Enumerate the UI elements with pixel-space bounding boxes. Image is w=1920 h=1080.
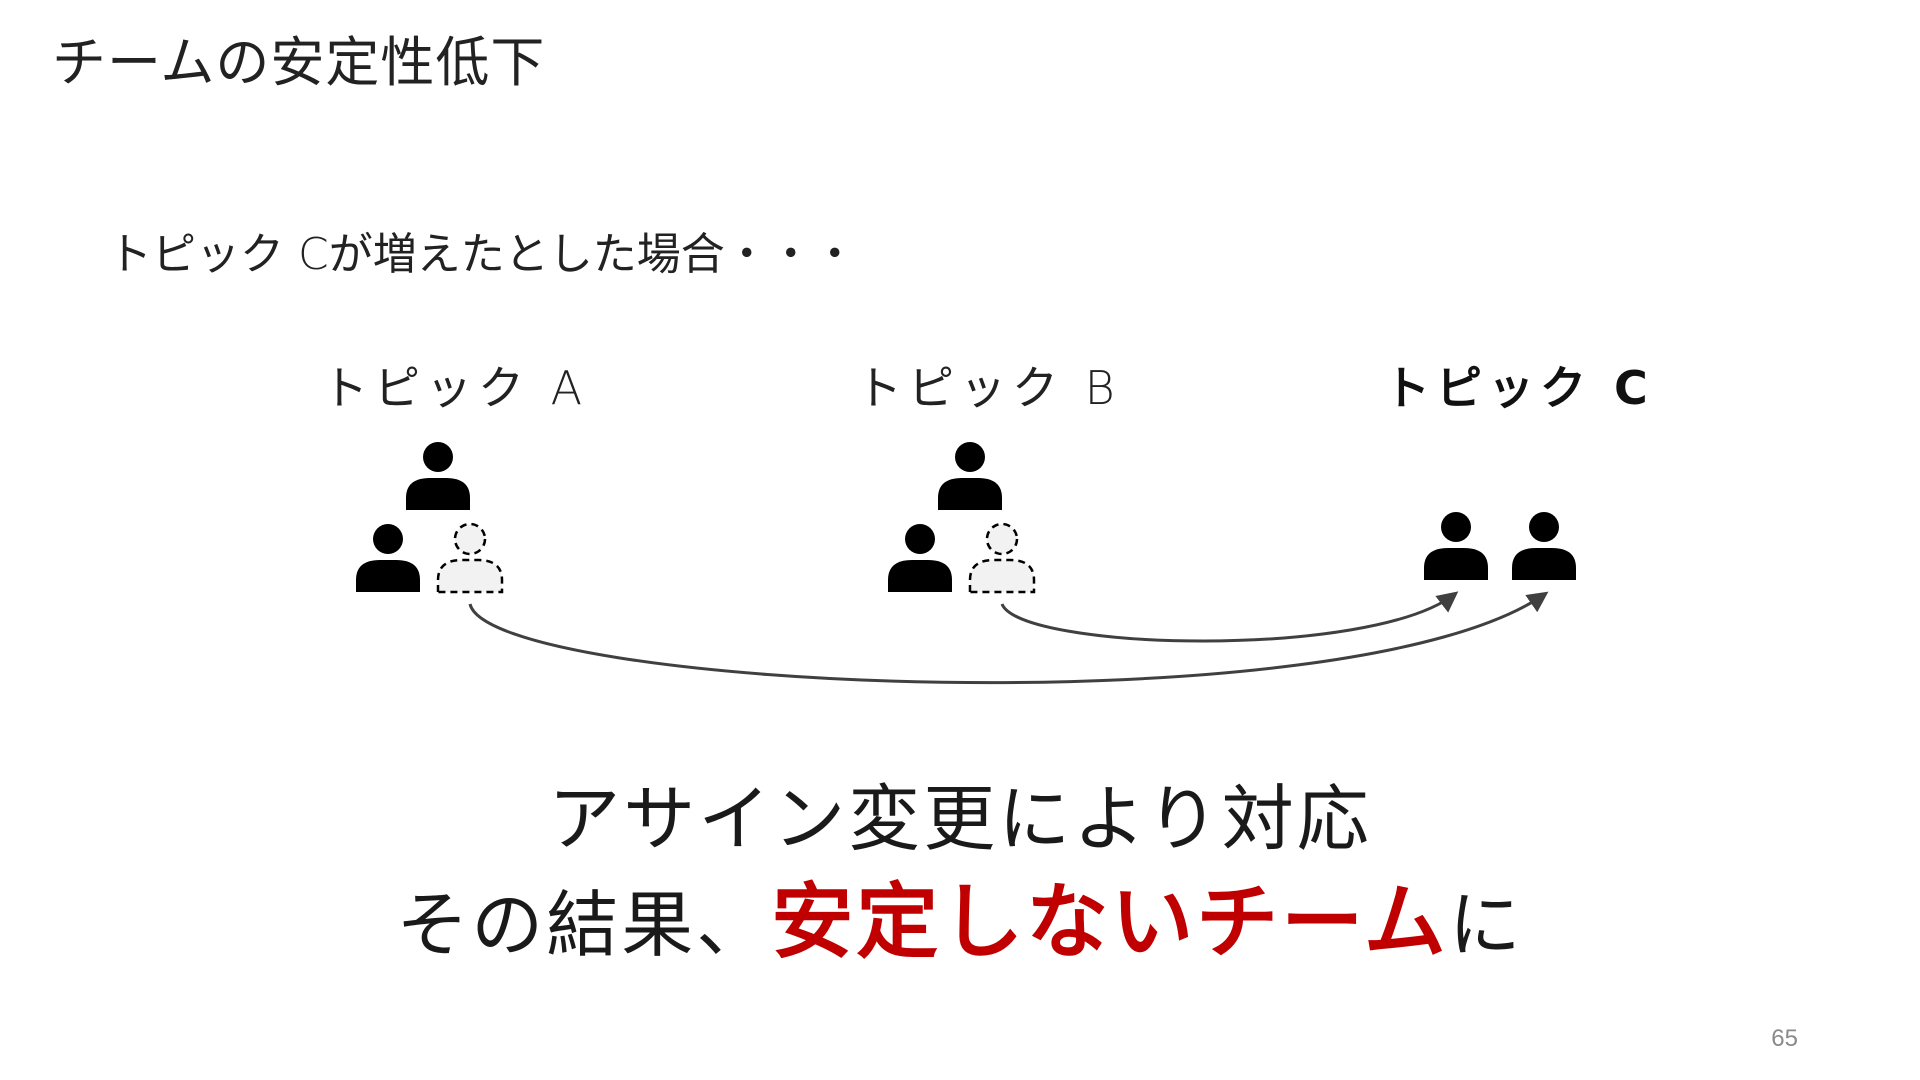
- arrow-a-to-c: [468, 591, 1549, 685]
- topic-b-team: [888, 442, 1036, 594]
- topic-a-label: トピック A: [322, 361, 589, 415]
- intro-text: トピック Cが増えたとした場合・・・: [108, 229, 857, 280]
- page-number: 65: [1771, 1025, 1798, 1052]
- arrow-b-to-c: [1000, 591, 1459, 643]
- person-icon: [888, 524, 952, 592]
- person-icon: [406, 442, 470, 510]
- conclusion-suffix: に: [1448, 883, 1524, 967]
- person-icon: [1512, 512, 1576, 580]
- conclusion-line-2: その結果、安定しないチームに: [0, 855, 1920, 974]
- topic-b-label: トピック B: [856, 361, 1121, 415]
- conclusion-emphasis: 安定しないチーム: [771, 875, 1449, 970]
- topic-c-team: [1424, 512, 1576, 580]
- conclusion-line-1: アサイン変更により対応: [548, 777, 1372, 861]
- topic-c-label: トピック C: [1384, 361, 1654, 415]
- person-icon: [938, 442, 1002, 510]
- person-icon: [1424, 512, 1488, 580]
- person-placeholder-icon: [436, 522, 504, 594]
- person-icon: [356, 524, 420, 592]
- slide-title: チームの安定性低下: [52, 31, 546, 94]
- conclusion-prefix: その結果、: [396, 883, 772, 967]
- topic-a-team: [356, 442, 504, 594]
- person-placeholder-icon: [968, 522, 1036, 594]
